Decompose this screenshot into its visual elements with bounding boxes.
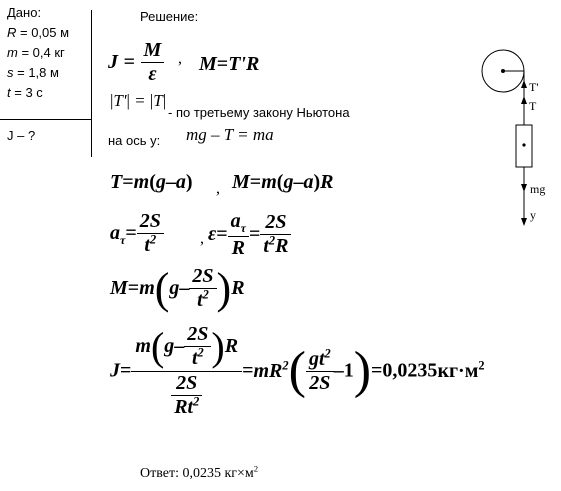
axis-label: на ось y: [108,133,161,148]
formula-M-TR: M=T'R [199,53,259,76]
formula-T-mga: T=m(g–a) [110,171,193,193]
given-t-value: = 3 с [10,85,43,100]
eq-sign: = [216,53,229,75]
frac-M-eps: M ε [140,40,165,85]
formula-M-mgaR: M=m(g–a)R [232,171,334,193]
comma-3: , [200,230,204,247]
label-T-prime: T' [529,80,539,94]
newton-note: - по третьему закону Ньютона [168,105,350,120]
given-title: Дано: [7,5,42,20]
label-y: y [530,208,536,222]
given-R-value: = 0,05 м [16,25,70,40]
given-divider [0,119,91,120]
given-s-value: = 1,8 м [13,65,59,80]
answer: Ответ: 0,0235 кг×м2 [140,463,259,482]
sym-TpR: T'R [228,53,260,75]
pulley-figure [481,49,533,226]
label-mg: mg [530,182,546,196]
arrow-mg [521,184,527,192]
arrow-y [521,218,527,226]
given-t: t = 3 с [7,85,43,100]
formula-J-M-eps: J = M ε [108,40,165,85]
arrow-T-prime [521,80,527,88]
comma-2: , [216,180,220,197]
given-s: s = 1,8 м [7,65,59,80]
given-m-symbol: m [7,45,18,60]
answer-exponent: 2 [253,463,259,474]
comma-1: , [178,50,182,67]
label-T: T [529,99,537,113]
given-find: J – ? [7,128,36,143]
sym-M: M [199,53,217,75]
given-s-symbol: s [7,65,14,80]
axis-equation: mg – T = ma [186,125,274,144]
sym-T: T [153,91,163,110]
given-R: R = 0,05 м [7,25,69,40]
sym-J: J [108,50,118,73]
weight-center [522,143,526,147]
frac-num: M [140,40,165,63]
formula-abs-T: |T'| = |T| [110,91,167,110]
given-vertical-rule [91,10,92,157]
arrow-T [521,96,527,104]
given-m-value: = 0,4 кг [17,45,65,60]
given-m: m = 0,4 кг [7,45,65,60]
answer-text: Ответ: 0,0235 кг×м [140,466,254,481]
frac-den: ε [148,63,157,85]
eq-sign: = [123,50,135,73]
given-t-symbol: t [7,85,11,100]
given-R-symbol: R [7,25,17,40]
solution-title: Решение: [140,9,199,24]
